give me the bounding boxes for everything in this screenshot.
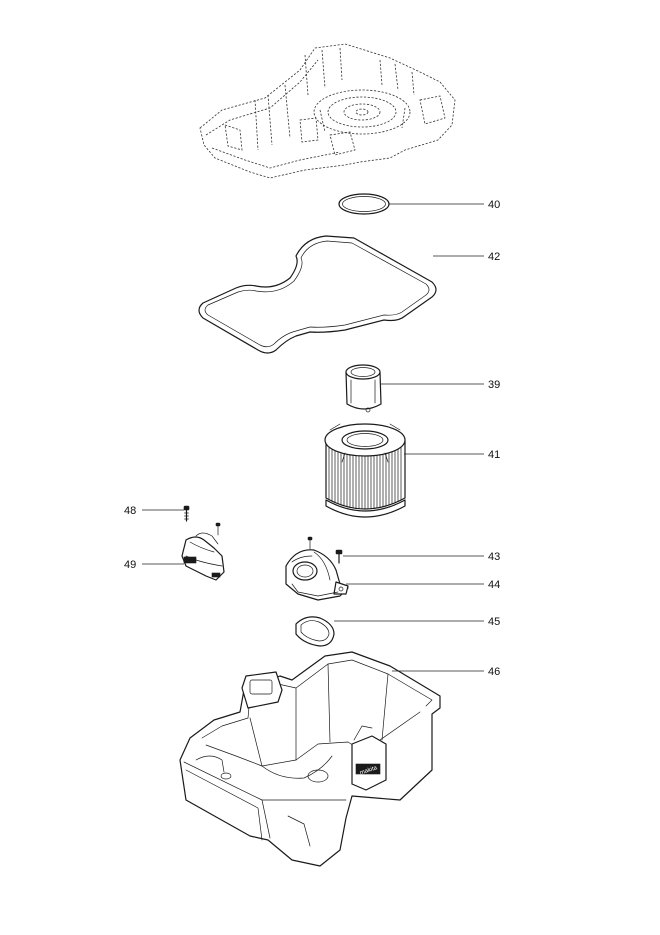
label-44: 44: [488, 579, 500, 591]
label-45: 45: [488, 616, 500, 628]
label-43: 43: [488, 551, 500, 563]
part-44-inlet-housing: [285, 549, 349, 601]
part-40-o-ring: [338, 193, 390, 215]
label-39: 39: [488, 379, 500, 391]
screw-small-44: [307, 536, 313, 550]
label-40: 40: [488, 199, 500, 211]
part-46-tank: makita: [179, 651, 441, 867]
part-41-cartridge-filter: [324, 423, 406, 518]
tank-badge-text: makita: [359, 765, 378, 776]
part-45-seal-ring: [295, 616, 335, 647]
part-49-bracket: [181, 532, 225, 581]
label-42: 42: [488, 251, 500, 263]
screw-small-49: [215, 522, 221, 536]
label-41: 41: [488, 449, 500, 461]
leader-lines: [142, 203, 484, 672]
label-46: 46: [488, 666, 500, 678]
part-43-screw: [335, 549, 343, 564]
part-39-filter-cap: [345, 364, 382, 413]
label-48: 48: [124, 505, 136, 517]
part-42-lid-gasket: [198, 235, 437, 354]
callout-labels: 40 42 39 41 48 49 43 44 45 46: [124, 199, 500, 678]
label-49: 49: [124, 559, 136, 571]
part-48-screw: [183, 505, 190, 522]
head-cover-dashed: [199, 43, 456, 179]
